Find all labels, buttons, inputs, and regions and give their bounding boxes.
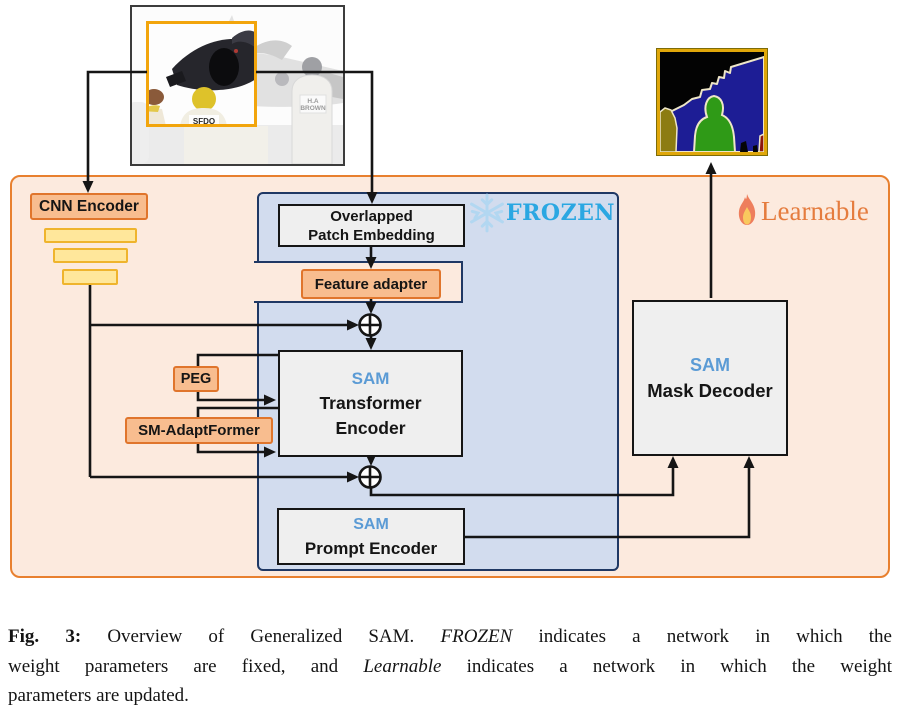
feature-adapter-block: Feature adapter <box>301 269 441 299</box>
crop-vivid-content: SFDO <box>147 22 256 126</box>
cnn-feature-bar <box>44 228 137 243</box>
crop-highlight-box <box>146 21 257 127</box>
caption-line-2: weight parameters are fixed, and Learnab… <box>8 652 892 682</box>
vest-text-center: SFDO <box>193 117 215 126</box>
caption-line-1: Fig. 3: Overview of Generalized SAM. FRO… <box>8 622 892 652</box>
ope-line1: Overlapped <box>330 207 413 225</box>
caption-text: parameters are updated. <box>8 685 189 706</box>
transformer-line2: Encoder <box>335 418 406 438</box>
vest-text-right-line1: H.A <box>307 98 319 105</box>
sam-prompt-encoder-block: SAM Prompt Encoder <box>277 508 465 565</box>
sam-mask-decoder-block: SAM Mask Decoder <box>632 300 788 456</box>
caption-frozen-term: FROZEN <box>440 626 513 647</box>
ope-line2: Patch Embedding <box>308 226 435 244</box>
output-mask-image <box>657 49 767 155</box>
mask-art <box>659 52 765 153</box>
caption-text: Overview of Generalized SAM. <box>81 626 441 647</box>
sam-transformer-encoder-block: SAM Transformer Encoder <box>278 350 463 457</box>
snowflake-icon <box>470 193 504 233</box>
input-photo-art: H.A BROWN SFDO <box>127 7 343 165</box>
caption-text: weight parameters are fixed, and <box>8 655 364 677</box>
caption-learnable-term: Learnable <box>363 655 442 677</box>
sm-adaptformer-block: SM-AdaptFormer <box>125 417 273 444</box>
cnn-feature-bar <box>62 269 118 285</box>
flame-icon <box>738 194 756 225</box>
frozen-label: FROZEN <box>506 200 616 226</box>
mask-decoder-label: Mask Decoder <box>647 380 773 401</box>
sam-prefix-label: SAM <box>690 355 730 375</box>
learnable-label: Learnable <box>761 195 869 226</box>
caption-text: indicates a network in which the weight <box>441 655 892 677</box>
caption-line-3: parameters are updated. <box>8 681 892 711</box>
prompt-encoder-label: Prompt Encoder <box>304 538 438 558</box>
figure-caption: Fig. 3: Overview of Generalized SAM. FRO… <box>8 622 892 711</box>
transformer-line1: Transformer <box>319 393 422 413</box>
cnn-encoder-block: CNN Encoder <box>30 193 148 220</box>
input-image: H.A BROWN SFDO <box>127 5 345 166</box>
figure-number-label: Fig. 3: <box>8 626 82 647</box>
cnn-feature-bar <box>53 248 128 263</box>
peg-block: PEG <box>173 366 219 392</box>
vest-text-right-line2: BROWN <box>300 105 326 112</box>
sum-junction-icon <box>358 313 382 337</box>
sam-prefix-label: SAM <box>353 515 389 533</box>
sum-junction-icon <box>358 465 382 489</box>
caption-text: indicates a network in which the <box>512 626 892 647</box>
overlapped-patch-embedding-block: Overlapped Patch Embedding <box>278 204 465 247</box>
sam-prefix-label: SAM <box>351 369 390 388</box>
